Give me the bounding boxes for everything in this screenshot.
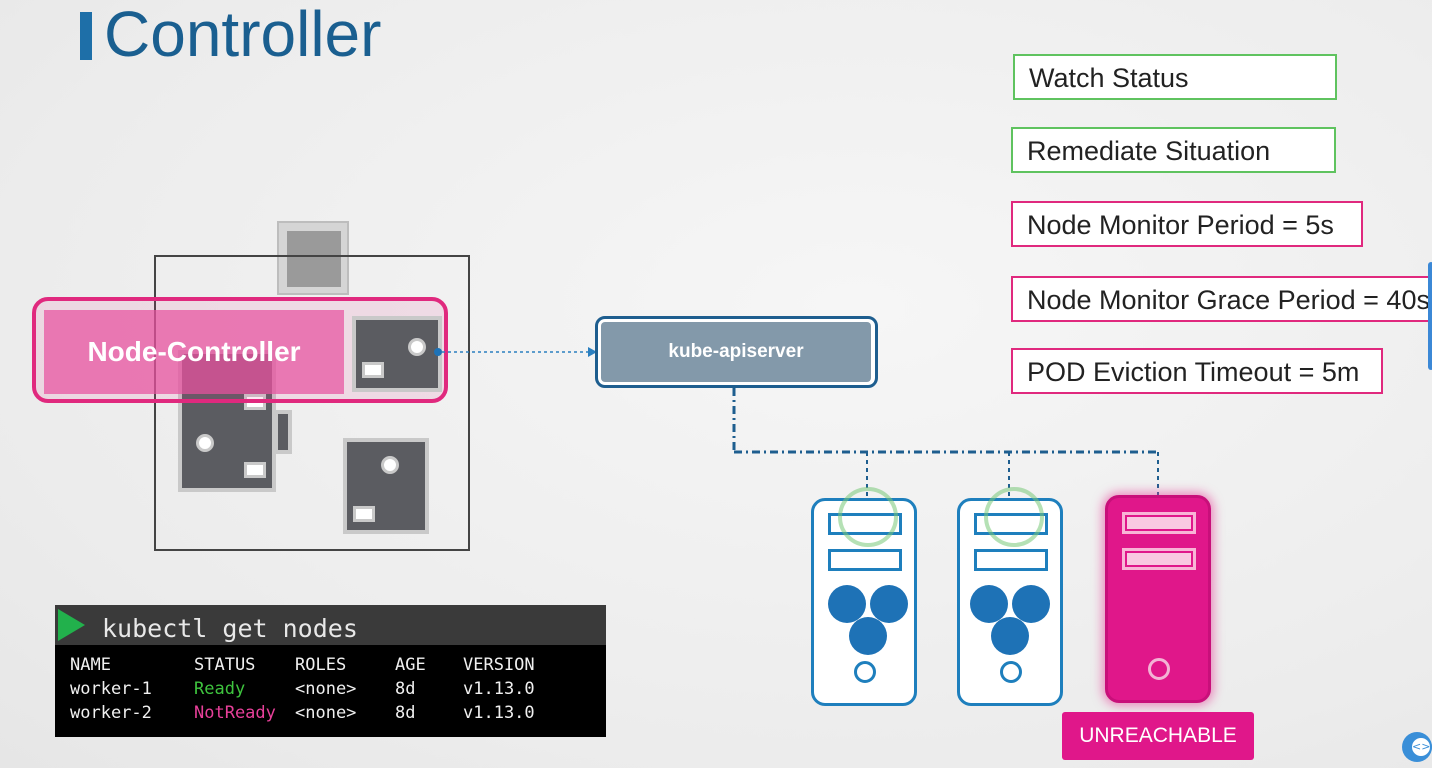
worker-node-2-icon (957, 487, 1063, 706)
status-ready: Ready (194, 679, 246, 699)
server-disk (970, 585, 1008, 623)
info-box-label: Node Monitor Period = 5s (1027, 210, 1334, 240)
terminal-header: kubectl get nodes (55, 605, 606, 645)
info-box-label: Node Monitor Grace Period = 40s (1027, 285, 1430, 315)
info-box-node-monitor-period: Node Monitor Period = 5s (1011, 201, 1363, 247)
table-cell: <none> (295, 703, 357, 723)
slot-bar (1127, 553, 1191, 565)
table-header-cell: AGE (395, 655, 426, 675)
server-slot (1122, 548, 1196, 570)
component-core (287, 231, 341, 287)
node-controller-fill (44, 310, 344, 394)
table-cell: 8d (395, 703, 416, 723)
server-disk (870, 585, 908, 623)
status-not-ready: NotReady (194, 703, 276, 723)
info-box-label: POD Eviction Timeout = 5m (1027, 357, 1360, 387)
pod-square (362, 362, 384, 378)
pod-dot (196, 434, 214, 452)
unreachable-badge: UNREACHABLE (1062, 712, 1254, 760)
code-badge-icon[interactable]: <> (1402, 732, 1432, 762)
worker-node-unreachable-icon (1105, 495, 1211, 703)
server-slot (974, 549, 1048, 571)
code-brackets-icon: <> (1410, 736, 1432, 758)
info-box-label: Watch Status (1029, 63, 1189, 93)
heartbeat-ring-icon (838, 487, 898, 547)
table-cell: worker-2 (70, 703, 152, 723)
server-disk (991, 617, 1029, 655)
table-header-cell: NAME (70, 655, 111, 675)
table-cell: v1.13.0 (463, 703, 535, 723)
terminal-window: kubectl get nodes NAME STATUS ROLES AGE … (55, 605, 606, 737)
terminal-command: kubectl get nodes (102, 614, 358, 643)
table-header-cell: ROLES (295, 655, 347, 675)
node-controller-label: Node-Controller (87, 336, 301, 367)
table-cell: 8d (395, 679, 416, 699)
scheduler-pod (343, 438, 429, 534)
heartbeat-ring-icon (984, 487, 1044, 547)
server-led (854, 661, 876, 683)
info-box-node-monitor-grace-period: Node Monitor Grace Period = 40s (1011, 276, 1432, 322)
control-plane-component (277, 221, 349, 295)
table-header-cell: VERSION (463, 655, 535, 675)
cropped-panel-edge (1428, 262, 1432, 370)
pod-dot (381, 456, 399, 474)
table-header-cell: STATUS (194, 655, 256, 675)
info-box-label: Remediate Situation (1027, 136, 1271, 166)
master-node-frame (154, 255, 470, 551)
table-cell: worker-1 (70, 679, 152, 699)
table-cell: v1.13.0 (463, 679, 535, 699)
pod-dot (408, 338, 426, 356)
server-led (1148, 658, 1170, 680)
play-icon (58, 609, 85, 641)
info-box-watch-status: Watch Status (1013, 54, 1337, 100)
pod-square (353, 506, 375, 522)
worker-node-1-icon (811, 487, 917, 706)
title-accent-bar (80, 12, 92, 60)
pod-square (244, 462, 266, 478)
server-slot (1122, 512, 1196, 534)
server-disk (1012, 585, 1050, 623)
slot-bar (1127, 517, 1191, 529)
kube-apiserver-label: kube-apiserver (601, 322, 871, 382)
info-box-remediate-situation: Remediate Situation (1011, 127, 1336, 173)
server-led (1000, 661, 1022, 683)
node-controller-pod (352, 316, 442, 392)
info-box-pod-eviction-timeout: POD Eviction Timeout = 5m (1011, 348, 1383, 394)
server-disk (828, 585, 866, 623)
page-title: Controller (104, 0, 382, 70)
server-disk (849, 617, 887, 655)
pod-side-tab (274, 410, 292, 454)
server-slot (828, 549, 902, 571)
table-cell: <none> (295, 679, 357, 699)
